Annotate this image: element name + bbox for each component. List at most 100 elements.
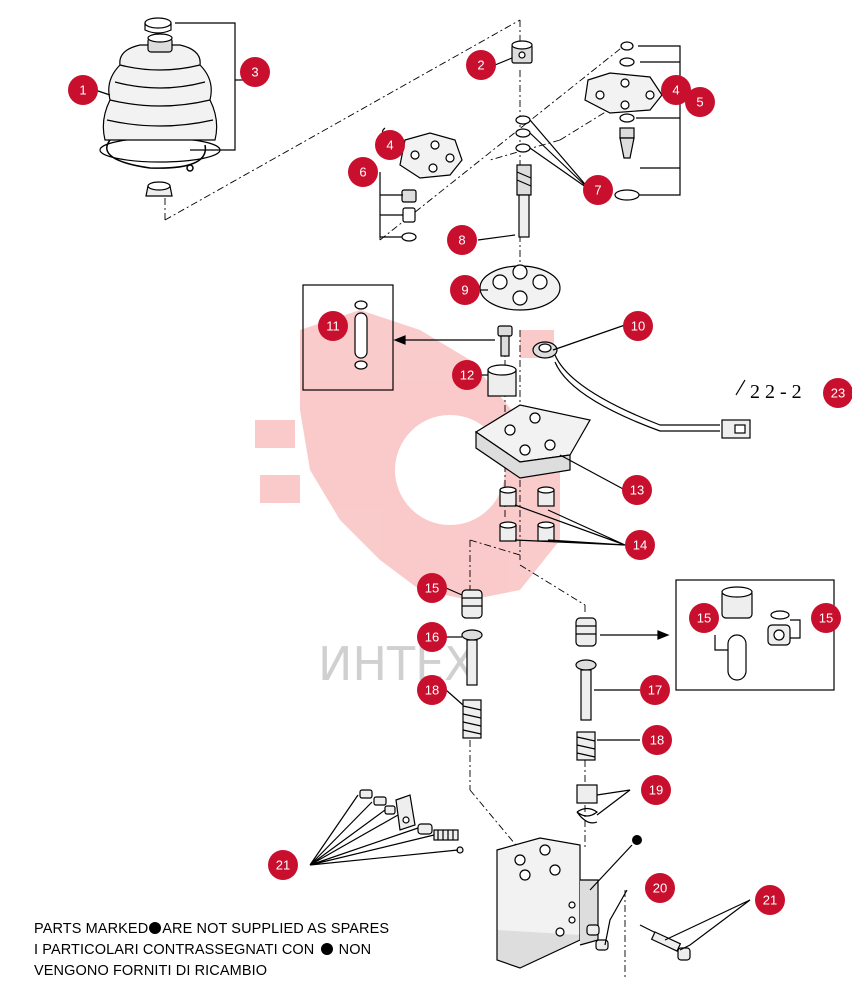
callout-number: 14 xyxy=(633,538,647,553)
callout-circle xyxy=(466,50,496,80)
callout-1: 1 xyxy=(68,75,98,105)
callout-number: 8 xyxy=(458,233,465,248)
callout-9: 9 xyxy=(450,275,480,305)
dot-symbol xyxy=(320,943,333,955)
marker-leader xyxy=(589,844,633,891)
callout-3: 3 xyxy=(240,57,270,87)
watermark-text: ИНТЕХ xyxy=(318,637,476,691)
callout-14: 14 xyxy=(625,530,655,560)
callout-number: 15 xyxy=(819,611,833,626)
callout-circle xyxy=(375,130,405,160)
callout-2: 2 xyxy=(466,50,496,80)
callout-number: 19 xyxy=(649,783,663,798)
callout-number: 1 xyxy=(79,83,86,98)
left-plunger xyxy=(461,589,483,739)
valve-body xyxy=(496,837,599,969)
callout-circle xyxy=(417,622,447,652)
callout-11: 11 xyxy=(318,311,348,341)
reference-text: 2 2 - 2 xyxy=(750,381,802,403)
callout-circle xyxy=(68,75,98,105)
callout-number: 21 xyxy=(276,858,290,873)
callout-number: 23 xyxy=(831,386,845,401)
callout-15: 15 xyxy=(689,603,719,633)
housing-plate xyxy=(474,404,591,479)
top-nut xyxy=(511,40,533,64)
boot-nut xyxy=(145,181,173,197)
note-line-2-start: I PARTICOLARI CONTRASSEGNATI CON xyxy=(34,942,315,958)
callout-circle xyxy=(641,775,671,805)
callout-circle xyxy=(625,530,655,560)
callout-circle xyxy=(685,87,715,117)
callout-8: 8 xyxy=(447,225,477,255)
pin-with-orings xyxy=(515,115,532,238)
callout-circle xyxy=(318,311,348,341)
bushing-set xyxy=(499,486,555,542)
callout-circle xyxy=(640,675,670,705)
callout-18: 18 xyxy=(642,725,672,755)
callout-number: 9 xyxy=(461,283,468,298)
callout-18: 18 xyxy=(417,675,447,705)
callout-number: 20 xyxy=(653,881,667,896)
callout-20: 20 xyxy=(645,873,675,903)
right-stack xyxy=(584,41,663,201)
callout-circle xyxy=(623,311,653,341)
callout-number: 18 xyxy=(425,683,439,698)
callout-15: 15 xyxy=(811,603,841,633)
callout-circle xyxy=(240,57,270,87)
callout-number: 15 xyxy=(425,581,439,596)
callout-4: 4 xyxy=(661,75,691,105)
arrow-to-inset-15 xyxy=(600,630,670,640)
callout-circle xyxy=(450,275,480,305)
callout-circle xyxy=(689,603,719,633)
callout-circle xyxy=(452,360,482,390)
inset-parts-11 xyxy=(354,300,368,370)
callout-circle xyxy=(823,378,852,408)
callout-circle xyxy=(583,175,613,205)
callout-number: 13 xyxy=(630,483,644,498)
callout-circle xyxy=(645,873,675,903)
callout-number: 6 xyxy=(359,165,366,180)
boot-bellows xyxy=(99,33,221,163)
callout-circle xyxy=(811,603,841,633)
callout-number: 2 xyxy=(477,58,484,73)
callout-19: 19 xyxy=(641,775,671,805)
callout-number: 15 xyxy=(697,611,711,626)
callout-circle xyxy=(755,885,785,915)
callout-number: 5 xyxy=(696,95,703,110)
callout-circle xyxy=(661,75,691,105)
right-plunger xyxy=(575,617,599,824)
leader-lines xyxy=(94,22,801,951)
callout-number: 11 xyxy=(326,319,340,334)
callout-number: 10 xyxy=(631,319,645,334)
callout-number: 18 xyxy=(650,733,664,748)
callout-12: 12 xyxy=(452,360,482,390)
callout-13: 13 xyxy=(622,475,652,505)
bushing xyxy=(487,364,517,397)
callout-23: 23 xyxy=(823,378,852,408)
callout-number: 4 xyxy=(386,138,393,153)
callout-6: 6 xyxy=(348,157,378,187)
note-line-2: I PARTICOLARI CONTRASSEGNATI CON NON xyxy=(34,942,371,958)
callout-circle xyxy=(622,475,652,505)
callout-circle xyxy=(348,157,378,187)
small-pin xyxy=(497,325,513,357)
callout-4: 4 xyxy=(375,130,405,160)
dot-symbol xyxy=(149,922,162,934)
note-line-1-end: ARE NOT SUPPLIED AS SPARES xyxy=(162,921,390,937)
callout-circle xyxy=(447,225,477,255)
not-supplied-marker xyxy=(632,835,642,845)
left-stack xyxy=(381,127,463,242)
note-line-2-end: NON xyxy=(338,942,372,958)
callout-number: 7 xyxy=(594,183,601,198)
inset-parts-15 xyxy=(721,586,791,681)
inset-box-15 xyxy=(675,579,835,691)
sensor-cable xyxy=(532,341,751,439)
callout-7: 7 xyxy=(583,175,613,205)
boot-clip-ring xyxy=(144,17,172,34)
note-line-3: VENGONO FORNITI DI RICAMBIO xyxy=(34,963,268,979)
callout-21: 21 xyxy=(755,885,785,915)
callout-number: 3 xyxy=(251,65,258,80)
